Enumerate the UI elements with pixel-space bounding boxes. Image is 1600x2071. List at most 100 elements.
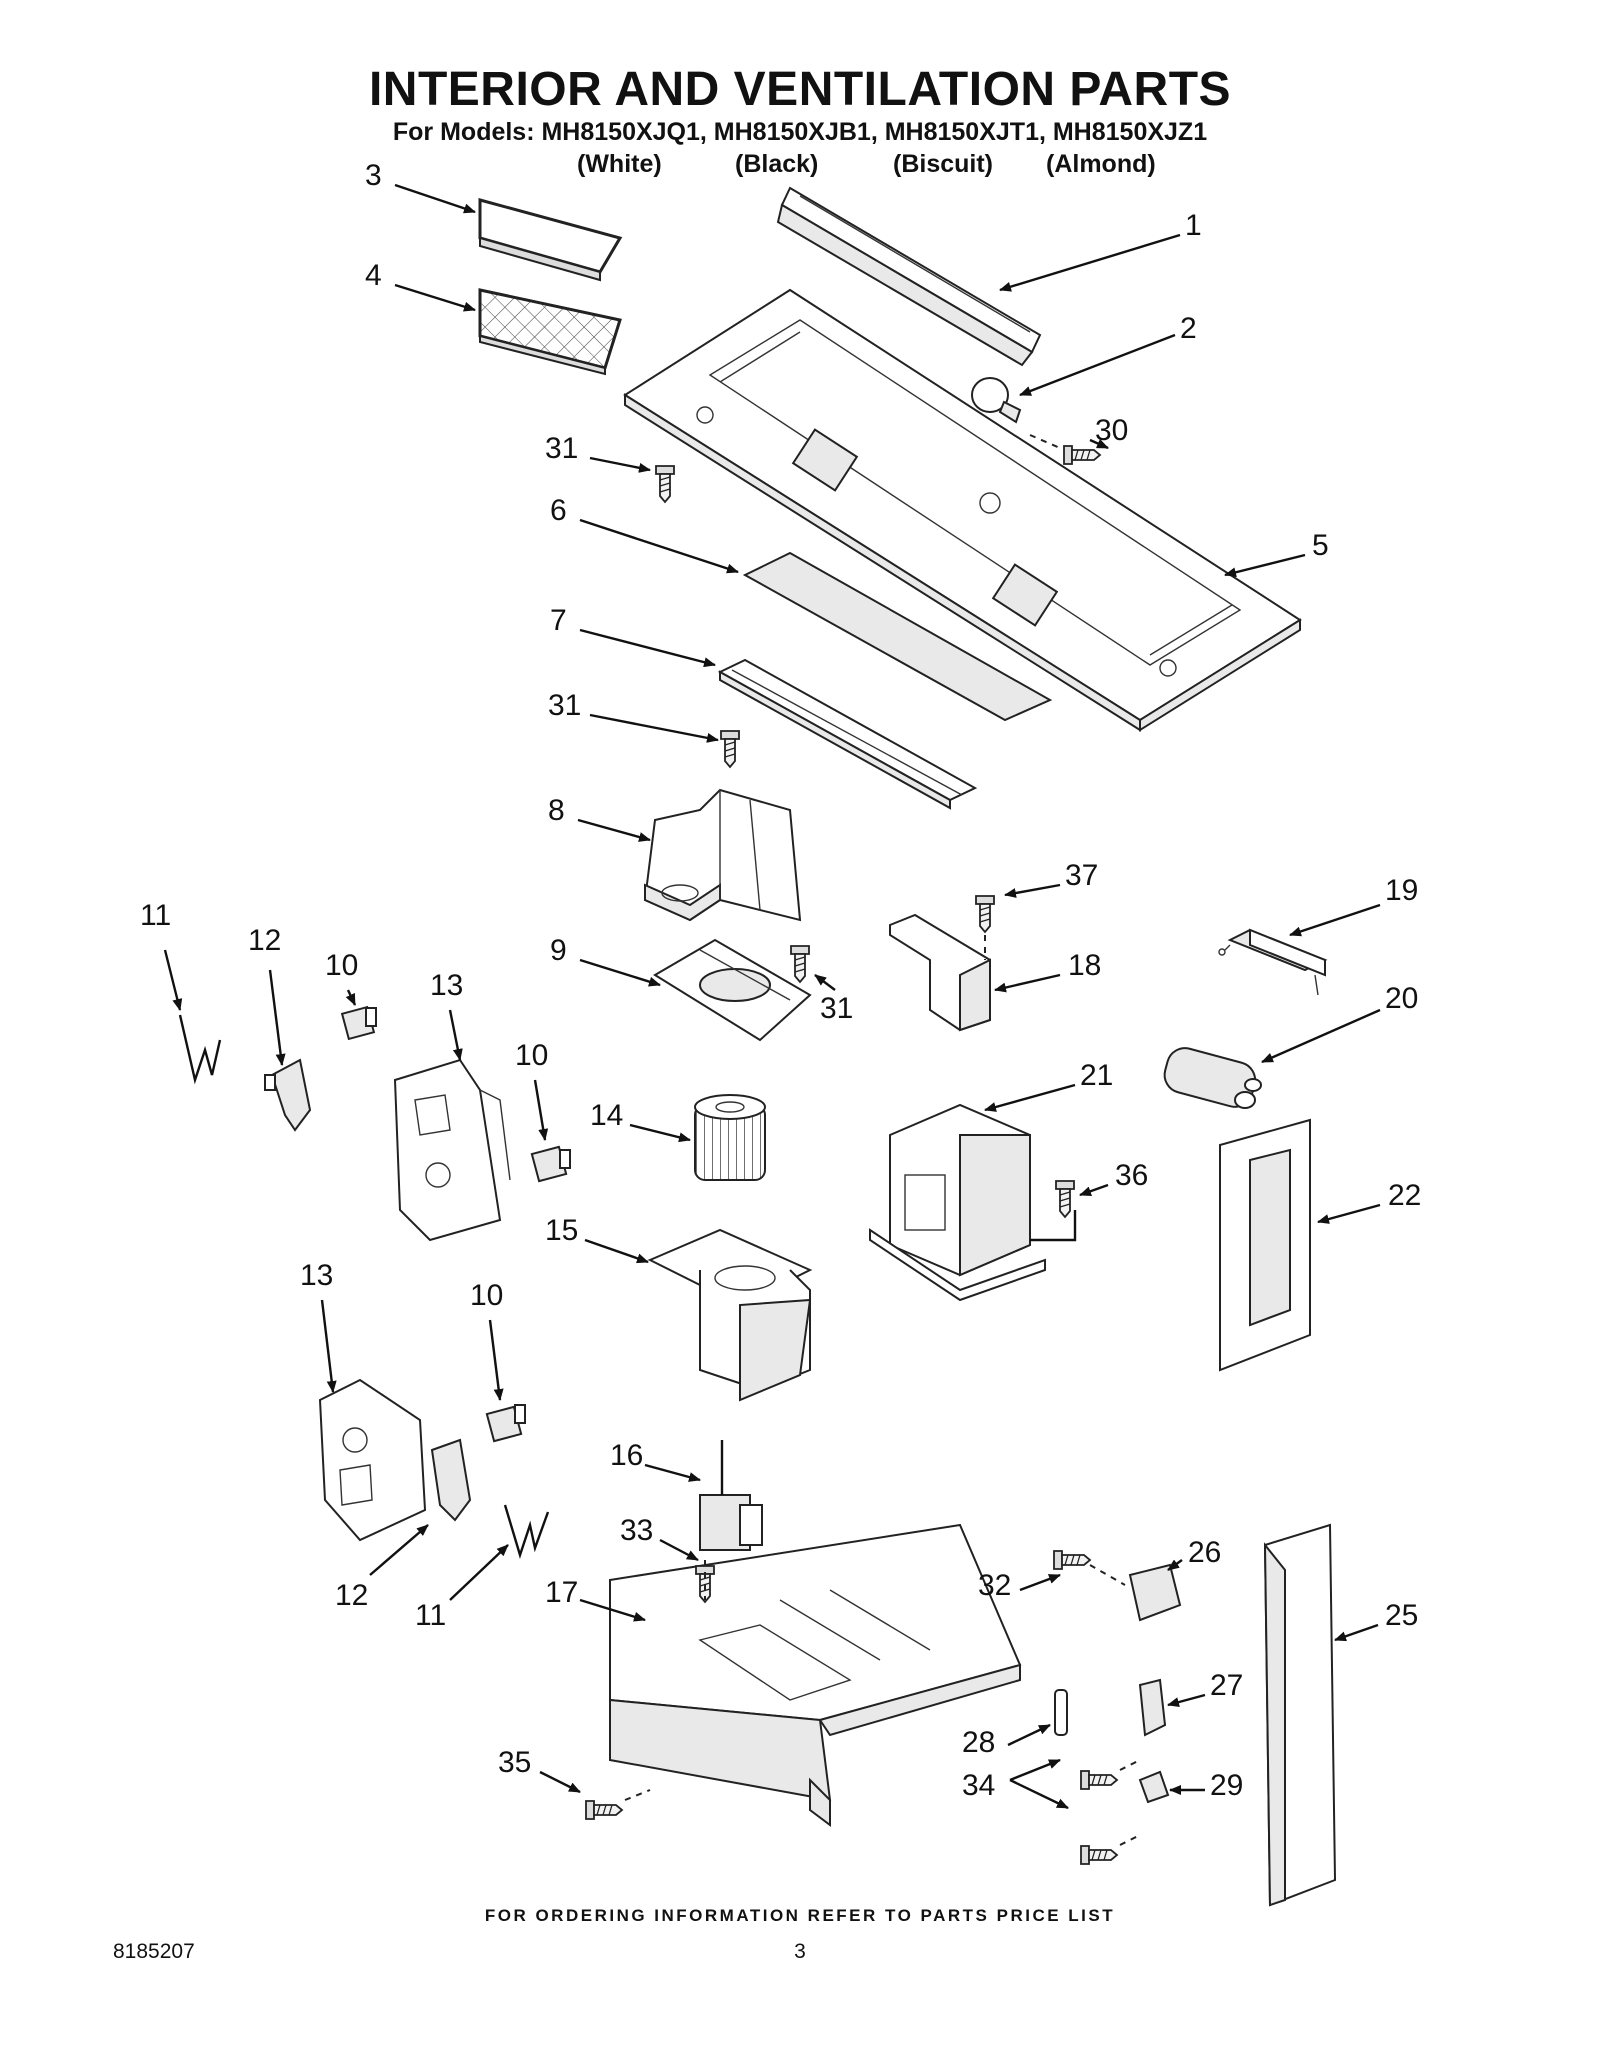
callout-35: 35 xyxy=(498,1746,531,1779)
part-28-fuse xyxy=(1054,1689,1068,1736)
part-25-vertical-panel xyxy=(1263,1523,1337,1907)
part-1-lamp-cover xyxy=(776,186,1042,367)
part-30-screw xyxy=(1063,445,1101,465)
part-35-screw xyxy=(585,1800,623,1820)
part-10-switch-b xyxy=(530,1145,571,1183)
callout-8: 8 xyxy=(548,794,565,827)
callout-28: 28 xyxy=(962,1726,995,1759)
page-number: 3 xyxy=(794,1940,806,1963)
callout-10-a: 10 xyxy=(325,949,358,982)
callout-16: 16 xyxy=(610,1439,643,1472)
align-line-30 xyxy=(1029,434,1061,449)
callout-12-b: 12 xyxy=(335,1579,368,1612)
callout-10-c: 10 xyxy=(470,1279,503,1312)
part-16-fan-motor xyxy=(699,1440,763,1551)
part-3-grease-filter xyxy=(478,198,623,282)
part-36-wire xyxy=(1030,1210,1077,1242)
callout-19: 19 xyxy=(1385,874,1418,907)
callout-20: 20 xyxy=(1385,982,1418,1015)
part-26-cover xyxy=(1128,1563,1182,1622)
part-6-insulation xyxy=(742,551,1053,722)
align-line-32 xyxy=(1089,1564,1126,1586)
callout-labels: 1 2 3 4 5 6 7 8 9 10 10 10 11 11 12 12 1… xyxy=(140,159,1421,1802)
callout-12-a: 12 xyxy=(248,924,281,957)
part-5-base-plate xyxy=(623,288,1302,732)
callout-10-b: 10 xyxy=(515,1039,548,1072)
part-34-screw-a xyxy=(1080,1770,1118,1790)
part-4-charcoal-filter xyxy=(478,288,622,376)
part-8-fan-duct xyxy=(643,788,802,922)
callout-34: 34 xyxy=(962,1769,995,1802)
part-10-switch-c xyxy=(485,1404,526,1443)
part-10-switch-a xyxy=(340,1005,377,1041)
callout-33: 33 xyxy=(620,1514,653,1547)
color-label-biscuit: (Biscuit) xyxy=(893,150,993,178)
part-7-air-guide xyxy=(717,658,978,810)
part-12-latch-a xyxy=(264,1058,312,1132)
align-line-34a xyxy=(1119,1759,1141,1771)
callout-11-b: 11 xyxy=(415,1599,446,1632)
part-22-side-panel xyxy=(1219,1118,1311,1372)
part-36-screw xyxy=(1055,1180,1075,1218)
callout-5: 5 xyxy=(1312,529,1329,562)
callout-21: 21 xyxy=(1080,1059,1113,1092)
part-11-spring-b xyxy=(503,1504,550,1559)
part-17-bottom-plate xyxy=(609,1523,1022,1827)
part-29-holder xyxy=(1138,1770,1170,1804)
callout-14: 14 xyxy=(590,1099,623,1132)
part-11-spring-a xyxy=(178,1014,222,1085)
part-19-thermal-cutout xyxy=(1218,928,1328,996)
callout-31-c: 31 xyxy=(820,992,853,1025)
part-37-screw xyxy=(975,895,995,933)
models-line: For Models: MH8150XJQ1, MH8150XJB1, MH81… xyxy=(392,118,1208,146)
callout-30: 30 xyxy=(1095,414,1128,447)
align-line-34b xyxy=(1119,1834,1141,1846)
callout-31-b: 31 xyxy=(548,689,581,722)
callout-37: 37 xyxy=(1065,859,1098,892)
callout-18: 18 xyxy=(1068,949,1101,982)
part-31-screw-c xyxy=(790,945,810,983)
callout-9: 9 xyxy=(550,934,567,967)
callout-13-a: 13 xyxy=(430,969,463,1002)
callout-4: 4 xyxy=(365,259,382,292)
callout-22: 22 xyxy=(1388,1179,1421,1212)
part-27-clip xyxy=(1138,1678,1167,1737)
part-13-latch-board-a xyxy=(393,1058,511,1242)
align-line-35 xyxy=(624,1789,651,1801)
color-label-white: (White) xyxy=(577,150,662,178)
callout-11-a: 11 xyxy=(140,899,171,932)
part-34-screw-b xyxy=(1080,1845,1118,1865)
part-14-blower-wheel xyxy=(694,1094,766,1181)
callout-2: 2 xyxy=(1180,312,1197,345)
document-number: 8185207 xyxy=(113,1940,195,1963)
callout-17: 17 xyxy=(545,1576,578,1609)
callout-15: 15 xyxy=(545,1214,578,1247)
leader-lines xyxy=(163,183,1381,1810)
part-9-orifice-plate xyxy=(653,938,812,1042)
callout-36: 36 xyxy=(1115,1159,1148,1192)
part-32-screw xyxy=(1053,1550,1091,1570)
callout-7: 7 xyxy=(550,604,567,637)
callout-31-a: 31 xyxy=(545,432,578,465)
part-20-capacitor xyxy=(1163,1047,1262,1109)
callout-1: 1 xyxy=(1185,209,1202,242)
callout-26: 26 xyxy=(1188,1536,1221,1569)
part-21-transformer xyxy=(869,1103,1046,1302)
callout-25: 25 xyxy=(1385,1599,1418,1632)
color-label-black: (Black) xyxy=(735,150,819,178)
part-31-screw-b xyxy=(720,730,740,768)
callout-32: 32 xyxy=(978,1569,1011,1602)
part-13-latch-board-b xyxy=(318,1378,427,1542)
callout-27: 27 xyxy=(1210,1669,1243,1702)
callout-13-b: 13 xyxy=(300,1259,333,1292)
callout-3: 3 xyxy=(365,159,382,192)
color-label-almond: (Almond) xyxy=(1046,150,1156,178)
part-18-bracket xyxy=(889,913,991,1032)
callout-6: 6 xyxy=(550,494,567,527)
part-15-blower-housing xyxy=(647,1228,813,1402)
part-12-latch-b xyxy=(430,1438,472,1522)
callout-29: 29 xyxy=(1210,1769,1243,1802)
part-31-screw-a xyxy=(655,465,675,503)
page-title: INTERIOR AND VENTILATION PARTS xyxy=(368,63,1232,116)
